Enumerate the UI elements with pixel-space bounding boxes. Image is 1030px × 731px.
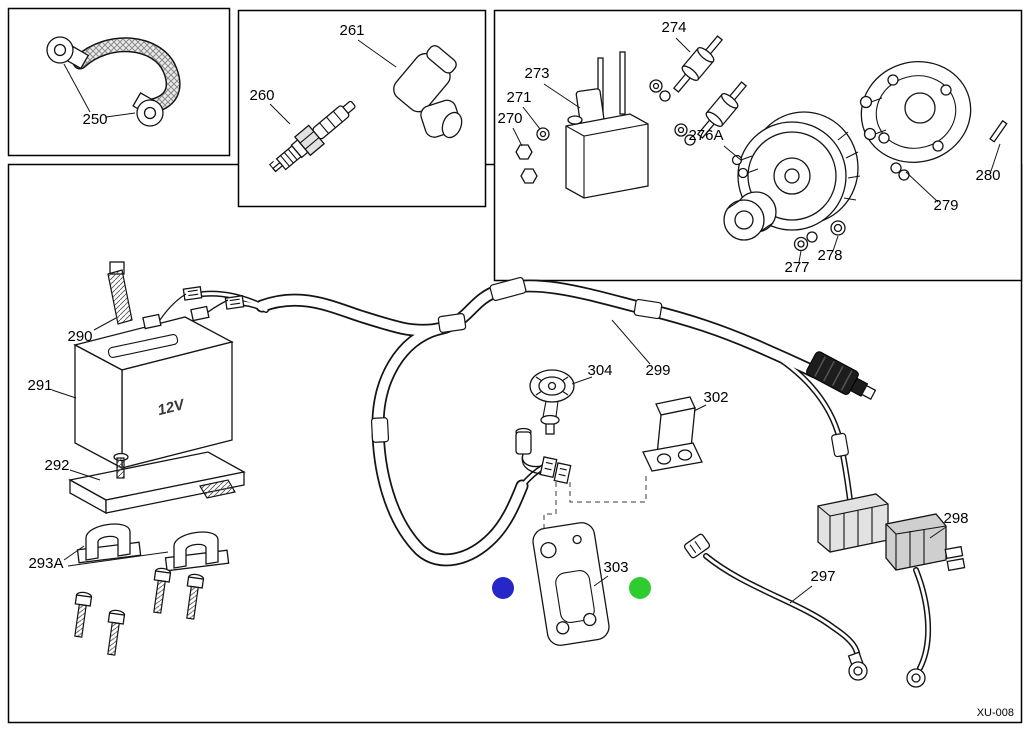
- battery-tray-art: [68, 451, 246, 515]
- leader-297: [789, 585, 813, 604]
- part-label-292: 292: [44, 457, 69, 474]
- drawing-code: XU-008: [977, 707, 1014, 719]
- blue-marker-dot: [492, 577, 514, 599]
- leader-303: [593, 575, 609, 587]
- wiring-harness-art: [182, 276, 853, 567]
- switch-art: [515, 427, 572, 485]
- backing-plate-art: [859, 60, 972, 181]
- horn-button-art: [529, 369, 575, 435]
- part-label-260: 260: [249, 87, 274, 104]
- leader-260: [269, 103, 291, 125]
- connector-298-art: [817, 493, 966, 688]
- leader-274: [675, 37, 691, 53]
- part-label-293A: 293A: [28, 555, 63, 572]
- leader-293A-1: [63, 545, 85, 561]
- part-label-270: 270: [497, 110, 522, 127]
- leader-298: [929, 526, 947, 539]
- spark-plug-cap-art: [393, 45, 463, 139]
- leader-270: [512, 127, 523, 147]
- rotor-washers-art: [793, 220, 846, 252]
- rotor-art: [731, 111, 861, 231]
- leader-292: [69, 469, 101, 481]
- part-label-299: 299: [645, 362, 670, 379]
- pin-280-art: [989, 119, 1008, 143]
- leader-290: [93, 317, 117, 331]
- part-label-279: 279: [933, 197, 958, 214]
- part-label-291: 291: [27, 377, 52, 394]
- part-label-276A: 276A: [688, 127, 723, 144]
- leader-273: [543, 83, 581, 109]
- part-label-304: 304: [587, 362, 612, 379]
- leader-278: [832, 235, 839, 252]
- roller-art: [723, 191, 777, 241]
- leader-291: [51, 389, 77, 399]
- green-marker-dot: [629, 577, 651, 599]
- leader-304: [571, 376, 593, 385]
- bracket-303-art: [532, 522, 610, 646]
- battery-voltage-label: 12V: [156, 396, 188, 419]
- harness-black-connector-art: [806, 351, 877, 401]
- part-label-250: 250: [82, 111, 107, 128]
- part-label-297: 297: [810, 568, 835, 585]
- part-label-298: 298: [943, 510, 968, 527]
- leader-271: [522, 106, 541, 130]
- part-label-303: 303: [603, 559, 628, 576]
- alignment-dash-1: [543, 482, 557, 530]
- part-label-274: 274: [661, 19, 686, 36]
- leader-261: [357, 39, 397, 68]
- battery-art: [73, 293, 234, 470]
- part-label-290: 290: [67, 328, 92, 345]
- clamp-bolts-art: [74, 523, 230, 657]
- part-label-278: 278: [817, 247, 842, 264]
- cable-297-art: [683, 533, 868, 681]
- leader-277: [798, 250, 802, 263]
- damper-art: [649, 35, 753, 146]
- bracket-302-art: [642, 396, 703, 472]
- leader-302: [693, 404, 707, 412]
- spark-plug-art: [268, 100, 356, 173]
- part-label-277: 277: [784, 259, 809, 276]
- leader-276A: [723, 145, 743, 162]
- leader-279: [905, 171, 939, 203]
- ground-cable-art: [46, 36, 181, 127]
- part-label-261: 261: [339, 22, 364, 39]
- alignment-dash-2: [569, 474, 647, 503]
- part-label-271: 271: [506, 89, 531, 106]
- part-label-280: 280: [975, 167, 1000, 184]
- battery-strap-art: [107, 261, 133, 325]
- leader-280: [990, 143, 1001, 172]
- leader-299: [611, 319, 651, 365]
- part-label-273: 273: [524, 65, 549, 82]
- ignition-coil-art: [565, 51, 649, 199]
- coil-nuts-art: [515, 127, 550, 184]
- leader-293A-2: [67, 551, 169, 567]
- part-label-302: 302: [703, 389, 728, 406]
- cable-box: [7, 7, 231, 157]
